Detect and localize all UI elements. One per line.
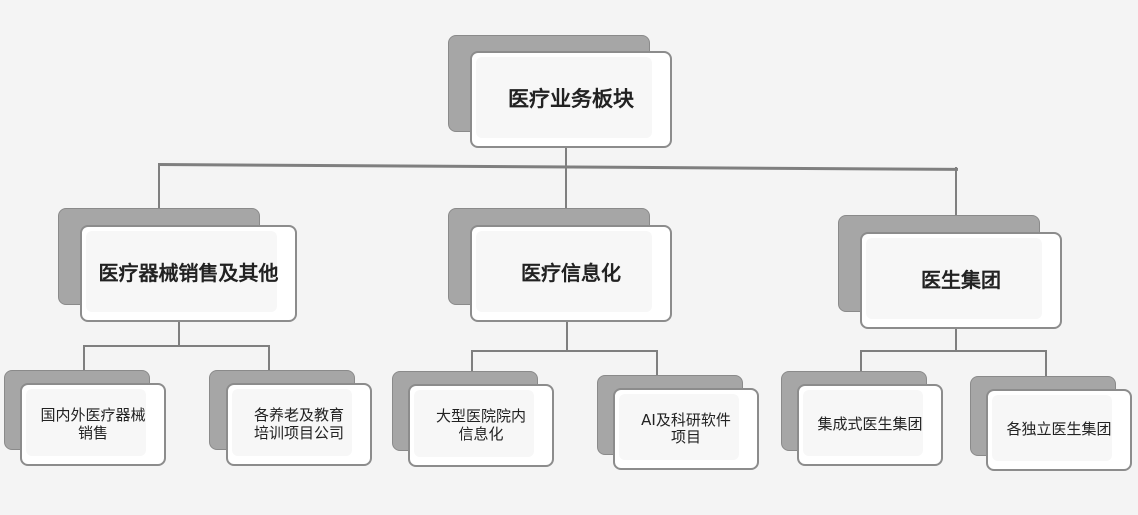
division-2-label: 医疗信息化 (521, 261, 621, 285)
leaf-1-1-label: 国内外医疗器械 销售 (40, 406, 146, 442)
leaf-2-2-node: AI及科研软件 项目 (613, 388, 759, 470)
leaf-1-2-node: 各养老及教育 培训项目公司 (226, 383, 372, 466)
connector-division-3-left (860, 350, 862, 372)
connector-division-1-right (268, 345, 270, 372)
connector-to-division-1 (158, 164, 160, 210)
connector-to-division-2 (565, 164, 567, 210)
connector-division-2-bar (471, 350, 658, 352)
connector-division-3-right (1045, 350, 1047, 377)
connector-division-2-down (566, 321, 568, 351)
connector-to-division-3 (955, 167, 957, 217)
connector-division-1-down (178, 321, 180, 347)
leaf-2-1-label: 大型医院院内 信息化 (435, 407, 526, 443)
connector-division-2-right (656, 350, 658, 376)
root-node: 医疗业务板块 (470, 51, 672, 148)
connector-division-2-left (471, 350, 473, 372)
leaf-1-1-node: 国内外医疗器械 销售 (20, 383, 166, 466)
division-2-node: 医疗信息化 (470, 225, 672, 322)
division-1-node: 医疗器械销售及其他 (80, 225, 297, 322)
division-3-node: 医生集团 (860, 232, 1062, 329)
leaf-2-2-label: AI及科研软件 项目 (641, 410, 731, 446)
division-1-label: 医疗器械销售及其他 (98, 261, 279, 285)
leaf-3-1-node: 集成式医生集团 (797, 384, 943, 466)
leaf-1-2-label: 各养老及教育 培训项目公司 (253, 406, 344, 442)
division-3-label: 医生集团 (921, 268, 1001, 292)
root-node-label: 医疗业务板块 (508, 87, 634, 112)
connector-division-1-left (83, 345, 85, 372)
connector-level1-bar (157, 163, 958, 171)
leaf-3-2-node: 各独立医生集团 (986, 389, 1132, 471)
connector-division-3-bar (860, 350, 1047, 352)
leaf-3-1-label: 集成式医生集团 (817, 415, 923, 434)
connector-division-3-down (955, 328, 957, 351)
connector-root-down (565, 148, 567, 166)
leaf-3-2-label: 各独立医生集团 (1006, 420, 1112, 439)
leaf-2-1-node: 大型医院院内 信息化 (408, 384, 554, 467)
connector-division-1-bar (83, 345, 270, 347)
